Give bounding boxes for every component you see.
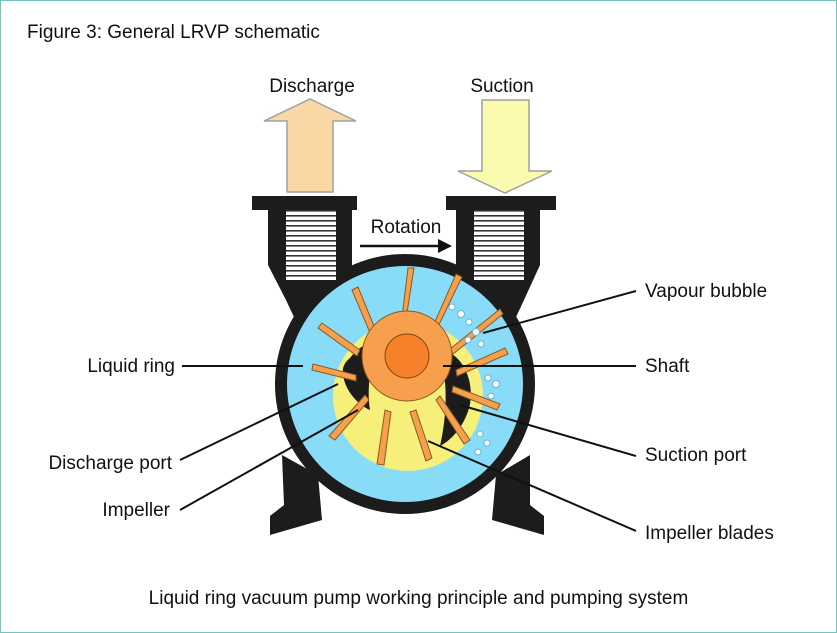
shaft (384, 333, 430, 379)
suction-port-fins (474, 210, 524, 280)
figure-caption: Liquid ring vacuum pump working principl… (148, 588, 689, 609)
discharge-arrow (263, 98, 357, 193)
leader-impeller-blades (427, 440, 637, 532)
discharge-port-fins (286, 210, 336, 280)
leader-impeller (179, 409, 359, 511)
leader-suction-port (459, 404, 637, 457)
rotation-label: Rotation (371, 217, 442, 238)
vapour-bubble-label: Vapour bubble (645, 281, 767, 302)
vapour-bubbles (448, 303, 500, 456)
impeller-blades-label: Impeller blades (645, 523, 774, 544)
discharge-label: Discharge (269, 76, 355, 97)
shaft-label: Shaft (645, 356, 690, 377)
liquid-ring-label: Liquid ring (87, 356, 175, 377)
rotation-arrow (360, 239, 452, 253)
suction-port-label: Suction port (645, 445, 747, 466)
impeller-label: Impeller (102, 500, 170, 521)
leader-vapour-bubble (482, 290, 637, 334)
suction-arrow (457, 99, 553, 194)
suction-label: Suction (470, 76, 533, 97)
discharge-port-label: Discharge port (48, 453, 172, 474)
leader-discharge-port (179, 383, 339, 461)
figure-title: Figure 3: General LRVP schematic (27, 22, 320, 43)
